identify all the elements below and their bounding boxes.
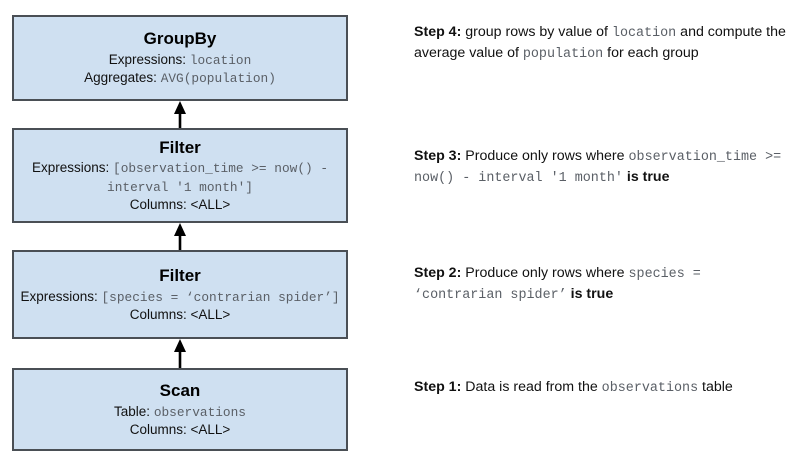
- plan-node-filter-time: Filter Expressions: [observation_time >=…: [12, 128, 348, 223]
- plan-node-row-columns: Columns: <ALL>: [130, 421, 231, 439]
- plan-node-row-columns: Columns: <ALL>: [130, 306, 231, 324]
- plan-node-row-aggregates: Aggregates: AVG(population): [84, 69, 276, 88]
- step-annotation-2: Step 2: Produce only rows where species …: [414, 263, 792, 306]
- row-value: location: [189, 52, 252, 68]
- step-label: Step 3:: [414, 148, 462, 164]
- row-label: Aggregates:: [84, 70, 157, 86]
- row-value: AVG(population): [160, 71, 276, 87]
- row-value: [species = ‘contrarian spider’]: [101, 289, 340, 305]
- step-annotation-3: Step 3: Produce only rows where observat…: [414, 146, 792, 189]
- step-label: Step 2:: [414, 265, 462, 281]
- row-label: Expressions:: [20, 288, 98, 304]
- plan-node-title: GroupBy: [143, 29, 217, 49]
- row-label: Expressions:: [31, 160, 110, 176]
- arrow-filter-species-to-filter-time: [172, 223, 188, 250]
- plan-node-scan: Scan Table: observations Columns: <ALL>: [12, 368, 348, 451]
- arrow-up-icon: [174, 101, 186, 128]
- step-annotation-1: Step 1: Data is read from the observatio…: [414, 377, 792, 398]
- plan-node-title: Filter: [159, 137, 201, 157]
- row-value: observations: [153, 404, 246, 420]
- plan-node-title: Filter: [159, 266, 201, 286]
- plan-node-filter-species: Filter Expressions: [species = ‘contrari…: [12, 250, 348, 339]
- row-label: Columns:: [129, 422, 187, 438]
- row-label: Columns:: [129, 197, 187, 213]
- row-value: <ALL>: [190, 422, 231, 438]
- row-label: Columns:: [129, 307, 187, 323]
- plan-node-title: Scan: [159, 381, 201, 401]
- step-label: Step 4:: [414, 24, 462, 40]
- plan-node-row-columns: Columns: <ALL>: [130, 196, 231, 214]
- row-value: <ALL>: [190, 197, 231, 213]
- step-label: Step 1:: [414, 379, 462, 395]
- step-text: Produce only rows where observation_time…: [414, 148, 782, 187]
- plan-node-row-expressions: Expressions: location: [109, 51, 252, 70]
- row-label: Table:: [114, 403, 151, 419]
- arrow-up-icon: [174, 223, 186, 250]
- step-text: Produce only rows where species = ‘contr…: [414, 265, 701, 304]
- plan-node-row-expressions: Expressions: [observation_time >= now() …: [20, 159, 340, 196]
- step-annotation-4: Step 4: group rows by value of location …: [414, 22, 792, 65]
- row-value: [observation_time >= now() - interval '1…: [107, 161, 329, 195]
- row-value: <ALL>: [190, 307, 231, 323]
- step-text: group rows by value of location and comp…: [414, 24, 786, 63]
- step-text: Data is read from the observations table: [461, 379, 733, 396]
- arrow-filter-time-to-groupby: [172, 101, 188, 128]
- arrow-scan-to-filter-species: [172, 339, 188, 368]
- arrow-up-icon: [174, 339, 186, 368]
- plan-node-row-table: Table: observations: [114, 403, 246, 422]
- plan-node-groupby: GroupBy Expressions: location Aggregates…: [12, 15, 348, 101]
- plan-node-row-expressions: Expressions: [species = ‘contrarian spid…: [20, 288, 339, 307]
- row-label: Expressions:: [108, 51, 187, 67]
